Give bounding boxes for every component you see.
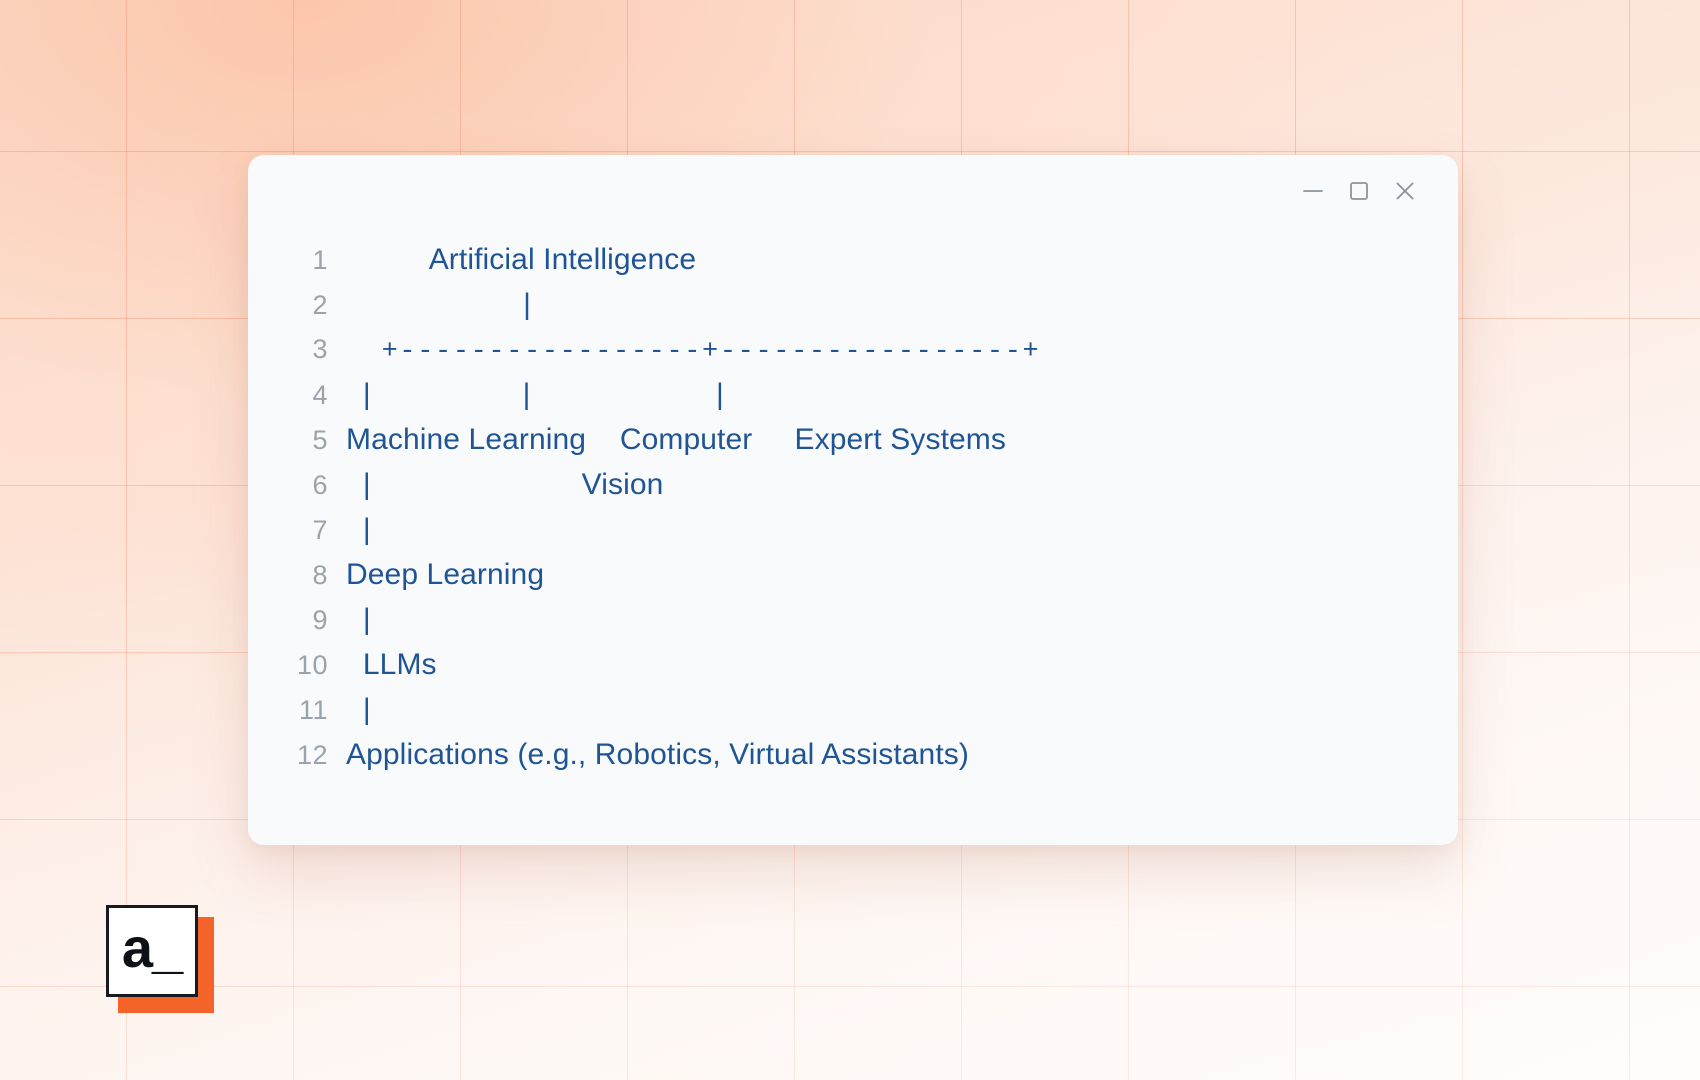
- line-content: | Vision: [346, 468, 664, 501]
- line-number: 9: [312, 605, 328, 635]
- line-number: 4: [312, 380, 328, 410]
- line-number: 5: [312, 425, 328, 455]
- line-number: 12: [296, 740, 328, 770]
- code-line[interactable]: 5 Machine Learning Computer Expert Syste…: [276, 417, 1458, 462]
- line-content: |: [346, 603, 371, 636]
- line-number: 10: [296, 650, 328, 680]
- line-content: LLMs: [346, 648, 437, 681]
- minimize-icon: [1300, 178, 1326, 204]
- line-number: 2: [312, 290, 328, 320]
- line-content: |: [346, 288, 532, 321]
- code-line[interactable]: 12 Applications (e.g., Robotics, Virtual…: [276, 732, 1458, 777]
- line-content: | | |: [346, 378, 724, 411]
- code-line[interactable]: 3 +-----------------+-----------------+: [276, 327, 1458, 372]
- line-content: Machine Learning Computer Expert Systems: [346, 423, 1006, 456]
- maximize-button[interactable]: [1336, 168, 1382, 214]
- code-line[interactable]: 10 LLMs: [276, 642, 1458, 687]
- code-line[interactable]: 9 |: [276, 597, 1458, 642]
- minimize-button[interactable]: [1290, 168, 1336, 214]
- line-number: 6: [312, 470, 328, 500]
- code-line[interactable]: 7 |: [276, 507, 1458, 552]
- line-content: Artificial Intelligence: [346, 243, 697, 276]
- code-line[interactable]: 11 |: [276, 687, 1458, 732]
- window-titlebar[interactable]: [248, 155, 1458, 227]
- line-content: |: [346, 693, 371, 726]
- code-line[interactable]: 8 Deep Learning: [276, 552, 1458, 597]
- line-content: |: [346, 513, 371, 546]
- line-number: 11: [298, 695, 328, 725]
- line-content: Applications (e.g., Robotics, Virtual As…: [346, 738, 969, 771]
- line-content: Deep Learning: [346, 558, 545, 591]
- line-number: 8: [312, 560, 328, 590]
- app-window: 1 Artificial Intelligence 2 | 3 +-------…: [248, 155, 1458, 845]
- line-number: 1: [312, 245, 328, 275]
- code-line[interactable]: 1 Artificial Intelligence: [276, 237, 1458, 282]
- logo-text: a_: [121, 916, 183, 979]
- close-icon: [1392, 178, 1418, 204]
- code-line[interactable]: 4 | | |: [276, 372, 1458, 417]
- logo-badge: a_: [106, 905, 214, 1013]
- code-editor[interactable]: 1 Artificial Intelligence 2 | 3 +-------…: [248, 237, 1458, 845]
- logo-card: a_: [106, 905, 198, 997]
- close-button[interactable]: [1382, 168, 1428, 214]
- line-content: +-----------------+-----------------+: [346, 337, 1041, 367]
- code-line[interactable]: 6 | Vision: [276, 462, 1458, 507]
- maximize-icon: [1346, 178, 1372, 204]
- line-number: 7: [312, 515, 328, 545]
- code-line[interactable]: 2 |: [276, 282, 1458, 327]
- line-number: 3: [312, 334, 328, 364]
